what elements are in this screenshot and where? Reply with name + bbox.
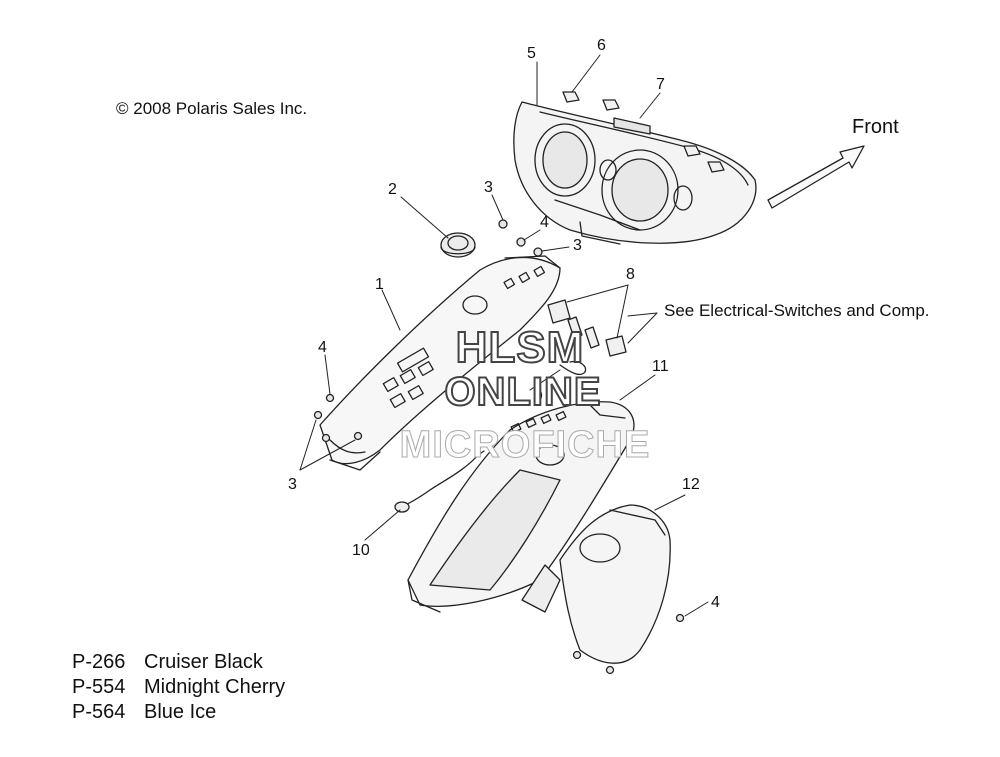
- watermark-line-1: HLSM: [455, 323, 585, 372]
- callout-4-bottom: 4: [711, 594, 720, 611]
- part-5-instrument-pod: [513, 101, 757, 245]
- callout-11: 11: [652, 358, 669, 375]
- callout-4-top: 4: [540, 214, 549, 231]
- legend-color-name: Cruiser Black: [144, 651, 263, 673]
- callout-6: 6: [597, 37, 606, 54]
- electrical-reference-note: See Electrical-Switches and Comp.: [664, 301, 930, 320]
- callout-12: 12: [682, 476, 700, 493]
- part-12-side-panel: [521, 504, 671, 664]
- legend-code: P-564: [72, 701, 126, 723]
- part-2-fuel-cap: [440, 232, 476, 258]
- front-label: Front: [852, 116, 899, 138]
- callout-3-right: 3: [573, 237, 582, 254]
- part-10-ground-wire: [394, 450, 485, 513]
- callout-1: 1: [375, 276, 384, 293]
- callout-5: 5: [527, 45, 536, 62]
- callout-3-top: 3: [484, 179, 493, 196]
- callout-9: 9: [534, 388, 543, 405]
- legend-code: P-554: [72, 676, 126, 698]
- legend-code: P-266: [72, 651, 126, 673]
- copyright-text: © 2008 Polaris Sales Inc.: [116, 99, 308, 118]
- callout-8: 8: [626, 266, 635, 283]
- watermark-line-2: ONLINE: [443, 370, 602, 414]
- fasteners: [313, 219, 685, 675]
- callout-4-left: 4: [318, 339, 327, 356]
- callout-10: 10: [352, 542, 370, 559]
- front-arrow: [767, 145, 865, 209]
- legend-color-name: Midnight Cherry: [144, 676, 286, 698]
- part-11-lower-tub: [407, 401, 635, 613]
- part-8-switches: [547, 299, 627, 357]
- legend-row: P-554 Midnight Cherry: [72, 675, 285, 700]
- part-6-clips: [562, 91, 725, 173]
- leader-lines: [299, 54, 709, 617]
- legend-color-name: Blue Ice: [144, 701, 217, 723]
- legend-row: P-266 Cruiser Black: [72, 650, 285, 675]
- callout-3-left: 3: [288, 476, 297, 493]
- legend-row: P-564 Blue Ice: [72, 700, 285, 725]
- part-1-console-cover: [319, 255, 561, 471]
- callout-7: 7: [656, 76, 665, 93]
- part-9-connector: [559, 360, 587, 376]
- watermark-line-3: MICROFICHE: [399, 424, 651, 466]
- callout-2: 2: [388, 181, 397, 198]
- part-7-decal: [613, 117, 651, 135]
